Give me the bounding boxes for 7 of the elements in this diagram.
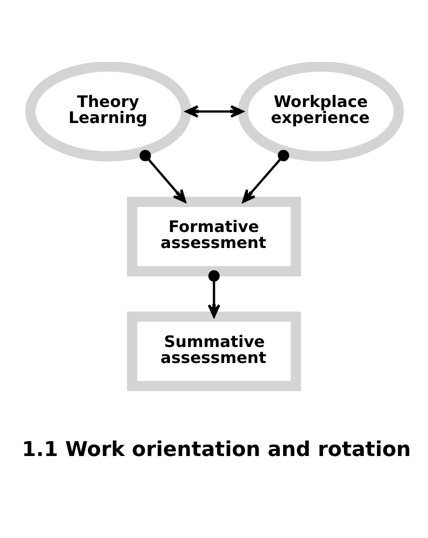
arrow xyxy=(185,104,244,118)
arrow xyxy=(140,149,186,202)
arrow xyxy=(208,270,220,318)
arrow xyxy=(242,149,290,202)
label: 1.1 Work orientation and rotation xyxy=(22,436,411,460)
node-box: Formative assessment xyxy=(127,196,301,276)
node-box: Summative assessment xyxy=(127,311,301,391)
